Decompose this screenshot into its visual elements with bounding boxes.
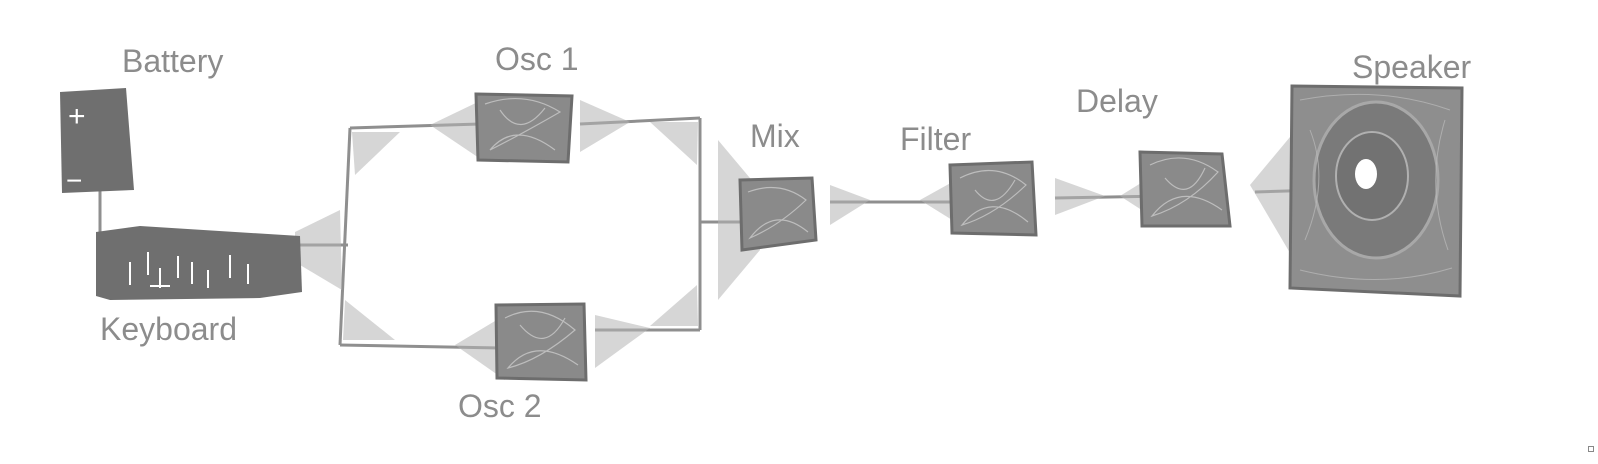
mix-node: Mix [738, 118, 818, 252]
filter-texture [959, 169, 1029, 227]
battery-node: + − Battery [60, 43, 223, 196]
delay-label: Delay [1076, 83, 1158, 119]
osc2-texture [504, 310, 579, 370]
keyboard-label: Keyboard [100, 311, 237, 347]
osc2-box [494, 302, 588, 382]
osc1-box [474, 92, 574, 164]
fan-osc2-left [455, 315, 505, 380]
mix-label: Mix [750, 118, 800, 154]
fan-filter-out [1055, 178, 1105, 215]
connections [98, 116, 1321, 350]
battery-plus-symbol: + [68, 100, 86, 133]
osc1-texture [484, 98, 562, 151]
speaker-texture [1299, 93, 1453, 281]
mix-box [738, 176, 818, 252]
battery-minus-symbol: − [66, 165, 82, 196]
mix-texture [747, 186, 809, 240]
fan-speaker-in [1250, 125, 1300, 270]
speaker-node: Speaker [1288, 49, 1472, 298]
battery-label: Battery [122, 43, 223, 79]
keyboard-keys [129, 252, 249, 288]
delay-texture [1149, 157, 1223, 218]
delay-node: Delay [1076, 83, 1232, 228]
battery-icon [60, 88, 134, 193]
corner-marker [1588, 446, 1594, 452]
fan-merge-corner-bottom [650, 285, 698, 326]
fan-merge-corner-top [650, 122, 698, 165]
fan-keyboard-out [295, 210, 342, 290]
fan-split-corner-bottom [343, 300, 395, 340]
osc2-label: Osc 2 [458, 388, 542, 424]
osc1-node: Osc 1 [474, 41, 579, 164]
speaker-dust-cap [1355, 159, 1377, 189]
keyboard-icon [96, 226, 302, 300]
fan-osc1-left [430, 100, 482, 160]
fan-osc2-right [595, 315, 650, 368]
osc2-node: Osc 2 [458, 302, 588, 424]
filter-node: Filter [900, 121, 1038, 237]
wire-split-left [338, 127, 352, 346]
speaker-label: Speaker [1352, 49, 1472, 85]
fan-mix-out [830, 185, 870, 225]
fan-split-corner-top [352, 132, 400, 175]
osc1-label: Osc 1 [495, 41, 579, 77]
fan-osc1-right [580, 100, 630, 152]
filter-label: Filter [900, 121, 971, 157]
keyboard-node: Keyboard [96, 226, 302, 347]
